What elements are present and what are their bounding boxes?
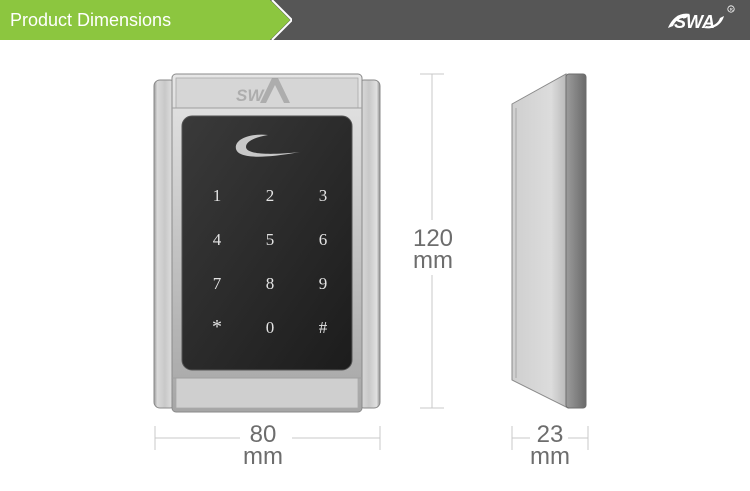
- keypad-key[interactable]: 1: [205, 183, 221, 207]
- keypad: 1 2 3 4 5 6 7 8 9 * 0 #: [205, 183, 328, 339]
- device-front-view: [153, 73, 381, 413]
- title-tab: [0, 0, 268, 40]
- depth-unit: mm: [530, 443, 570, 470]
- keypad-key[interactable]: *: [205, 315, 222, 339]
- keypad-key[interactable]: 6: [311, 227, 327, 251]
- keypad-key-label: *: [212, 316, 222, 338]
- keypad-key-label: 7: [213, 274, 222, 293]
- svg-text:SWA: SWA: [674, 12, 715, 32]
- height-label: 120 mm: [400, 225, 466, 274]
- keypad-key-label: 1: [213, 186, 222, 205]
- keypad-key-label: 4: [213, 230, 222, 249]
- keypad-key[interactable]: 8: [258, 271, 274, 295]
- embossed-brand-logo: SW: [236, 78, 290, 105]
- keypad-key[interactable]: 3: [311, 183, 327, 207]
- depth-dimension-line: [511, 426, 589, 450]
- depth-label: 23 mm: [517, 421, 583, 470]
- header-bar: Product Dimensions SWA R: [0, 0, 750, 40]
- svg-text:R: R: [730, 7, 734, 12]
- device-side-view: [511, 73, 587, 409]
- brand-logo-icon: SWA R: [668, 5, 735, 32]
- keypad-key-label: 9: [319, 274, 328, 293]
- height-dimension-line: [420, 73, 444, 409]
- height-value: 120: [412, 225, 454, 252]
- keypad-key[interactable]: 7: [205, 271, 222, 295]
- keypad-key[interactable]: 5: [258, 227, 274, 251]
- keypad-key-label: 3: [319, 186, 328, 205]
- crescent-indicator-icon: [235, 134, 300, 157]
- width-dimension-line: [154, 426, 381, 450]
- keypad-key-label: 2: [266, 186, 275, 205]
- width-value: 80: [249, 421, 277, 448]
- keypad-key[interactable]: #: [311, 315, 328, 339]
- keypad-key-label: 5: [266, 230, 275, 249]
- keypad-key-label: 6: [319, 230, 328, 249]
- keypad-key[interactable]: 4: [205, 227, 222, 251]
- width-label: 80 mm: [230, 421, 296, 470]
- width-unit: mm: [243, 443, 283, 470]
- keypad-key[interactable]: 2: [258, 183, 274, 207]
- keypad-key-label: #: [319, 318, 328, 337]
- keypad-key[interactable]: 9: [311, 271, 327, 295]
- height-unit: mm: [413, 247, 453, 274]
- keypad-key[interactable]: 0: [258, 315, 274, 339]
- keypad-key-label: 0: [266, 318, 275, 337]
- page-title: Product Dimensions: [10, 10, 172, 30]
- depth-value: 23: [536, 421, 564, 448]
- keypad-key-label: 8: [266, 274, 275, 293]
- svg-text:SW: SW: [236, 86, 265, 105]
- tab-arrow-icon: [262, 0, 292, 40]
